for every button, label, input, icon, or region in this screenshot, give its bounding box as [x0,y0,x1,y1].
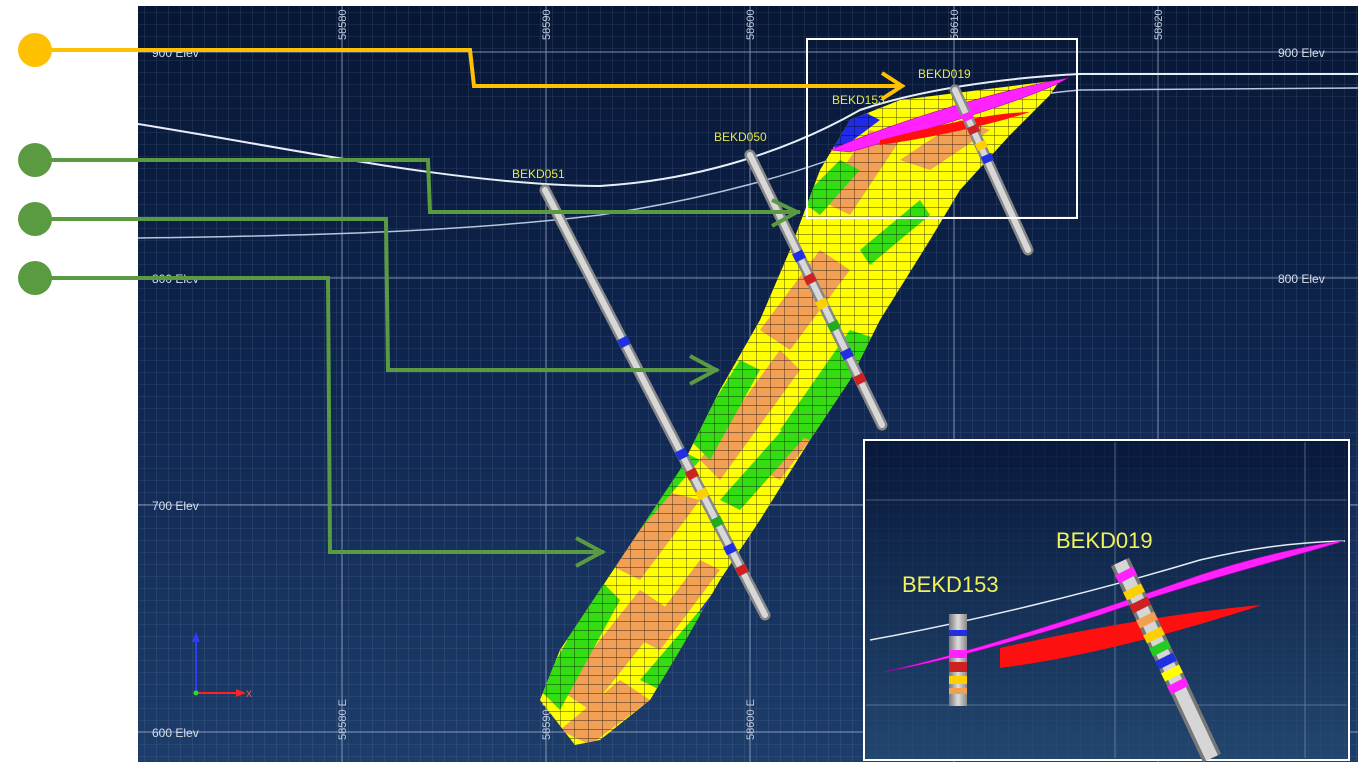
drillhole-bekd019: BEKD019 [918,67,1034,256]
label-bekd153: BEKD153 [832,93,885,107]
label-bekd050: BEKD050 [714,130,767,144]
callout-green-2 [18,202,721,386]
easting-bottom-2: 58600 E [745,699,757,740]
label-bekd019: BEKD019 [918,67,971,81]
zoom-highlight-box [806,38,1078,219]
elev-600-label: 600 Elev [152,726,199,740]
inset-label-bekd019: BEKD019 [1056,528,1153,553]
inset-hole-bekd153: BEKD153 [902,572,999,706]
inset-magenta-lens [883,540,1345,673]
inset-view: BEKD153 BEKD019 [863,439,1350,762]
callout-green-1 [18,143,802,228]
elev-800-right-label: 800 Elev [1278,272,1325,286]
easting-bottom-0: 58580 E [337,699,349,740]
elev-900-right-label: 900 Elev [1278,46,1325,60]
inset-label-bekd153: BEKD153 [902,572,999,597]
inset-red-lens [1000,605,1262,668]
axis-triad: X [192,632,252,699]
easting-top-0: 58580 [337,9,349,40]
easting-top-4: 58620 [1153,9,1165,40]
inset-hole-bekd019: BEKD019 [1056,528,1222,762]
drillhole-bekd051: BEKD051 [512,167,771,621]
callout-green-3 [18,261,607,568]
axis-x-label: X [246,689,252,699]
easting-top-1: 58590 [541,9,553,40]
label-bekd051: BEKD051 [512,167,565,181]
elev-700-label: 700 Elev [152,499,199,513]
easting-top-2: 58600 [745,9,757,40]
easting-top-3: 58610 [949,9,961,40]
red-lens [880,112,1030,145]
callout-yellow [18,33,906,101]
